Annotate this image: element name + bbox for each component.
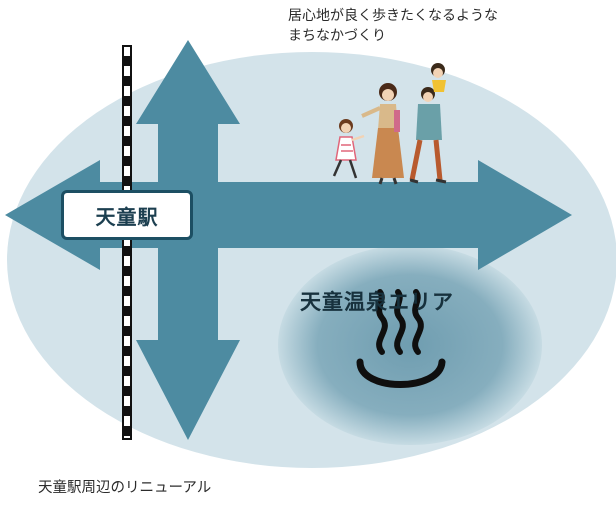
mother-figure bbox=[361, 83, 404, 185]
family-walking-illustration bbox=[332, 63, 447, 185]
onsen-area-label: 天童温泉エリア bbox=[300, 290, 454, 314]
child-figure bbox=[332, 119, 365, 179]
caption-top: 居心地が良く歩きたくなるような まちなかづくり bbox=[288, 6, 498, 46]
station-label: 天童駅 bbox=[95, 204, 159, 229]
caption-top-line-1: 居心地が良く歩きたくなるような bbox=[288, 8, 498, 24]
horizontal-arrow-right bbox=[160, 160, 572, 270]
father-figure bbox=[409, 63, 447, 184]
station-label-box: 天童駅 bbox=[61, 190, 193, 240]
caption-bottom: 天童駅周辺のリニューアル bbox=[38, 480, 212, 496]
hot-spring-icon bbox=[356, 289, 446, 388]
caption-top-line-2: まちなかづくり bbox=[288, 28, 386, 44]
railway-track-icon bbox=[122, 45, 132, 440]
onsen-area-blob bbox=[278, 245, 542, 445]
